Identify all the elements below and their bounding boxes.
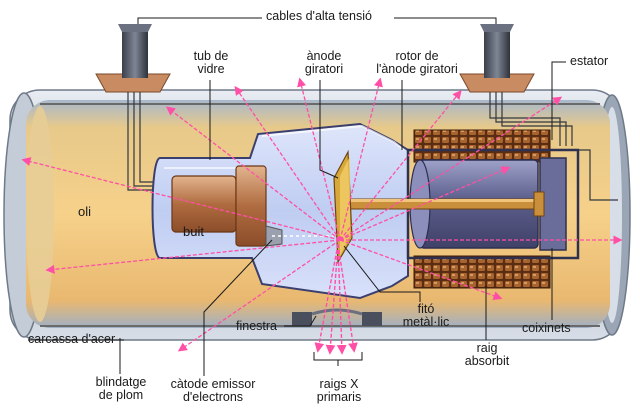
- label-vacuum: buit: [183, 224, 204, 239]
- xray-beams: [21, 77, 623, 352]
- label-metal-photon: fitó metàl·lic: [396, 303, 456, 329]
- label-oil: oli: [78, 204, 92, 219]
- label-anode-rotor-line1: rotor de: [395, 49, 439, 63]
- label-stator: estator: [570, 54, 609, 68]
- label-rotating-anode-line1: ànode: [306, 49, 342, 63]
- label-glass-tube-line1: tub de: [193, 49, 229, 63]
- label-electron-cathode-line1: càtode emissor: [170, 377, 256, 391]
- label-metal-photon-line2: metàl·lic: [402, 315, 450, 329]
- label-lead-shielding: blindatge de plom: [88, 376, 154, 402]
- label-lead-shielding-line2: de plom: [98, 388, 144, 402]
- label-high-voltage-cables: cables d'alta tensió: [266, 9, 372, 23]
- label-absorbed-ray: raig absorbit: [460, 342, 514, 368]
- label-steel-casing: carcassa d'acer: [28, 332, 116, 346]
- stator-coils: [413, 129, 551, 289]
- rotor-housing: [406, 148, 580, 260]
- label-primary-xrays-line2: primaris: [316, 390, 362, 404]
- label-lead-shielding-line1: blindatge: [95, 375, 147, 389]
- cable-port-left: [95, 24, 171, 93]
- leader-lines: [28, 17, 566, 376]
- label-primary-xrays: raigs X primaris: [308, 378, 370, 404]
- label-absorbed-ray-line1: raig: [476, 341, 498, 355]
- cable-port-right: [459, 24, 535, 93]
- cathode-assembly: [171, 165, 334, 247]
- label-primary-xrays-line1: raigs X: [319, 377, 359, 391]
- internal-wires: [127, 92, 618, 201]
- label-metal-photon-line1: fitó: [417, 302, 435, 316]
- label-electron-cathode-line2: d'electrons: [182, 390, 244, 404]
- label-bearings: coixinets: [522, 321, 571, 335]
- label-anode-rotor: rotor de l'ànode giratori: [368, 50, 466, 76]
- label-window: finestra: [236, 319, 277, 333]
- label-rotating-anode-line2: giratori: [304, 62, 344, 76]
- label-anode-rotor-line2: l'ànode giratori: [376, 62, 458, 76]
- label-glass-tube-line2: vidre: [197, 62, 225, 76]
- label-absorbed-ray-line2: absorbit: [464, 354, 510, 368]
- label-rotating-anode: ànode giratori: [293, 50, 355, 76]
- label-electron-cathode: càtode emissor d'electrons: [164, 378, 262, 404]
- window-support: [292, 308, 382, 326]
- primary-xray-beams: [314, 243, 358, 355]
- label-glass-tube: tub de vidre: [184, 50, 238, 76]
